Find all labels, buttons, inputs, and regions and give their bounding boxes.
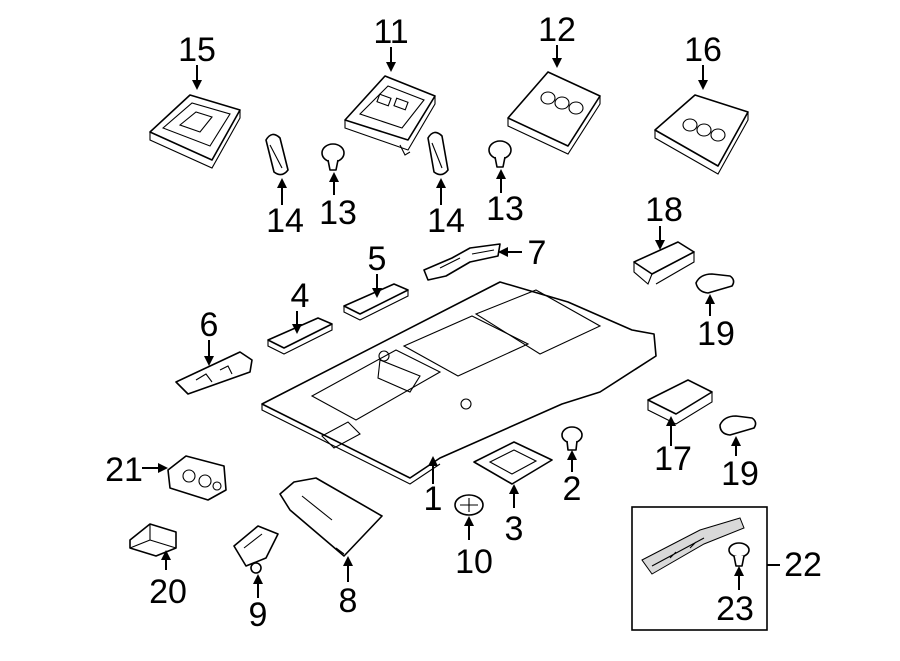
bracket-part-7 — [423, 243, 522, 281]
callout-5: 5 — [368, 240, 387, 278]
overhead-console-part-12 — [507, 45, 601, 155]
bulb-part-19-lower — [719, 415, 757, 456]
callout-21: 21 — [105, 451, 143, 489]
callout-17: 17 — [654, 440, 692, 478]
lamp-part-18 — [633, 226, 695, 285]
callout-9: 9 — [249, 596, 268, 634]
callout-23: 23 — [716, 590, 754, 628]
cover-part-9 — [233, 525, 279, 598]
clip-part-23 — [728, 542, 750, 590]
callout-16: 16 — [684, 31, 722, 69]
bulb-part-14-left — [265, 133, 289, 205]
callout-6: 6 — [200, 306, 219, 344]
callout-20: 20 — [149, 573, 187, 611]
overhead-console-part-16 — [654, 65, 749, 175]
callout-8: 8 — [339, 582, 358, 620]
clip-part-13-right — [488, 140, 512, 193]
overhead-console-part-11 — [344, 47, 436, 156]
clip-part-2 — [561, 426, 583, 472]
callout-18: 18 — [645, 191, 683, 229]
trim-panel-part-22 — [641, 517, 745, 575]
dome-lamp-part-17 — [647, 379, 713, 446]
control-panel-part-21 — [142, 455, 227, 501]
callout-19-upper: 19 — [697, 315, 735, 353]
callout-13-right: 13 — [486, 190, 524, 228]
cover-part-10 — [454, 494, 484, 540]
switch-part-20 — [129, 523, 177, 570]
callout-11: 11 — [373, 13, 408, 51]
callout-13-left: 13 — [319, 194, 357, 232]
callout-15: 15 — [178, 31, 216, 69]
headliner-part-1 — [261, 281, 657, 485]
clip-part-13-left — [321, 143, 345, 195]
callout-12: 12 — [538, 11, 576, 49]
bulb-part-19-upper — [695, 273, 735, 316]
callout-14-left: 14 — [266, 202, 304, 240]
sun-visor-part-8 — [279, 477, 383, 582]
callout-4: 4 — [291, 277, 310, 315]
callout-1: 1 — [424, 480, 443, 518]
bracket-part-6 — [175, 340, 253, 395]
overhead-console-part-15 — [149, 65, 241, 169]
bracket-part-5 — [343, 274, 409, 321]
bulb-part-14-right — [427, 131, 449, 205]
kit-box-part-22 — [631, 506, 768, 631]
callout-10: 10 — [455, 543, 493, 581]
callout-14-right: 14 — [427, 202, 465, 240]
callout-22: 22 — [784, 546, 822, 584]
callout-7: 7 — [528, 234, 547, 272]
callout-19-lower: 19 — [721, 455, 759, 493]
callout-3: 3 — [505, 510, 524, 548]
callout-2: 2 — [563, 470, 582, 508]
bezel-part-3 — [473, 441, 553, 508]
bracket-part-4 — [267, 311, 333, 355]
